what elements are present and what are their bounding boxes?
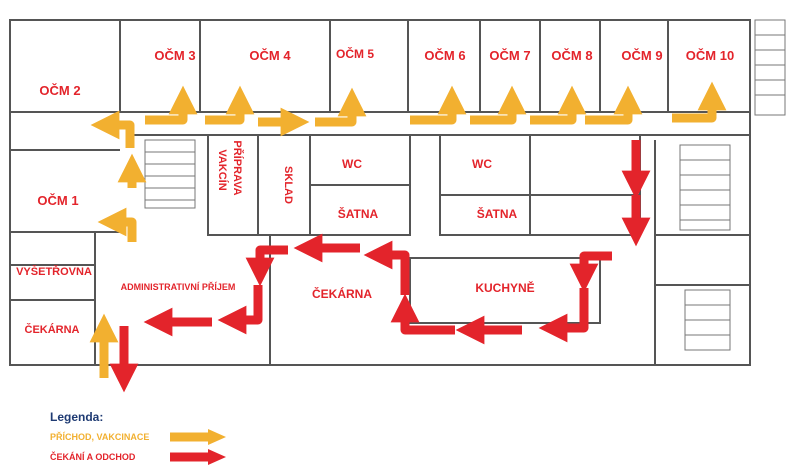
room-label-wc-right: WC [472,157,492,171]
waiting-arrow [363,240,410,295]
room-label-vysetrovna: VYŠETŘOVNA [16,265,92,278]
legend-title: Legenda: [50,410,104,424]
arrival-arrow [470,85,527,125]
room-label-satna-right: ŠATNA [477,206,518,221]
room-label-cekarna-left: ČEKÁRNA [25,323,80,336]
waiting-arrow [390,293,455,335]
arrival-arrow [672,81,727,123]
arrival-arrow [97,207,137,242]
room-label-ocm9: OČM 9 [621,48,662,63]
arrival-arrow [530,85,587,125]
waiting-arrow [217,285,263,335]
building-walls [9,19,751,366]
arrival-arrow [315,87,367,127]
room-labels: OČM 2 OČM 3 OČM 4 OČM 5 OČM 6 OČM 7 OČM … [16,46,734,336]
arrival-arrow [205,85,255,125]
waiting-route [109,140,651,393]
room-label-ocm4: OČM 4 [249,48,291,63]
room-label-satna-left: ŠATNA [338,206,379,221]
legend-arrival-label: PŘÍCHOD, VAKCINACE [50,432,150,442]
room-label-admin: ADMINISTRATIVNÍ PŘÍJEM [121,281,236,292]
waiting-arrow [245,245,288,287]
arrival-arrow [90,110,135,148]
room-label-ocm10: OČM 10 [686,48,734,63]
room-label-wc-left: WC [342,157,362,171]
arrival-arrow [585,85,643,125]
legend-waiting-arrow [170,449,226,465]
room-label-ocm8: OČM 8 [551,48,592,63]
legend-arrival-arrow [170,429,226,445]
room-label-ocm5: OČM 5 [336,46,374,61]
room-label-ocm1: OČM 1 [37,193,78,208]
waiting-arrow [538,288,589,343]
room-label-priprava: PŘÍPRAVA [231,140,244,195]
arrival-arrow [410,85,467,125]
room-label-ocm7: OČM 7 [489,48,530,63]
room-label-vakcin: VAKCÍN [216,149,229,190]
room-label-cekarna-center: ČEKÁRNA [312,286,372,301]
legend-waiting-label: ČEKÁNÍ A ODCHOD [50,452,136,462]
room-label-ocm2: OČM 2 [39,83,80,98]
room-label-kuchyne: KUCHYNĚ [475,280,534,295]
arrival-route [89,81,727,378]
room-label-ocm6: OČM 6 [424,48,465,63]
room-label-ocm3: OČM 3 [154,48,195,63]
arrival-arrow [145,85,198,125]
room-label-sklad: SKLAD [282,166,294,204]
waiting-arrow [569,251,612,293]
